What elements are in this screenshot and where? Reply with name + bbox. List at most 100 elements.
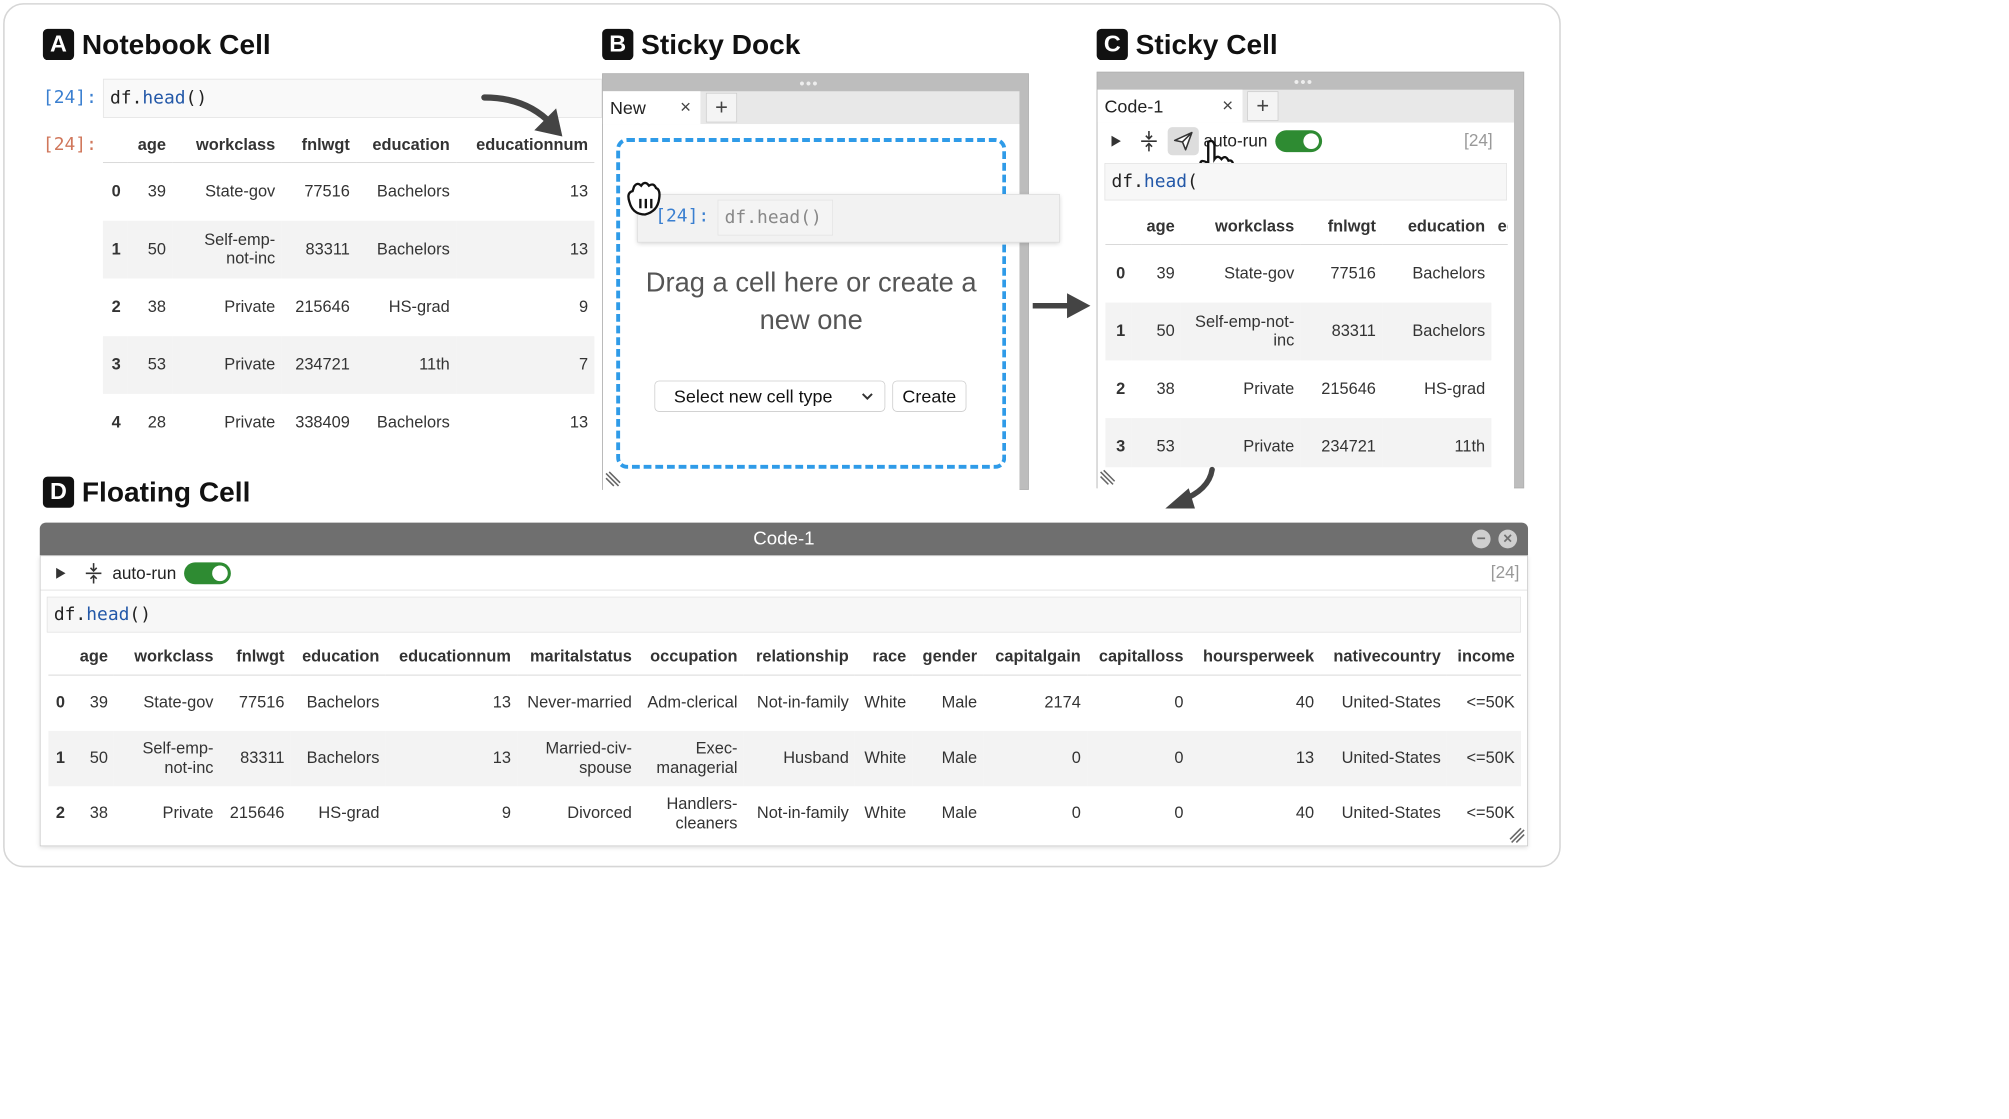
column-header: capitalloss bbox=[1087, 638, 1190, 676]
ghost-prompt: [24]: bbox=[655, 205, 710, 227]
table-cell: 83311 bbox=[281, 220, 357, 279]
sticky-drag-grip-icon[interactable]: ••• bbox=[1294, 74, 1314, 90]
drop-hint-line-1: Drag a cell here or create a bbox=[645, 267, 977, 298]
dock-drag-grip-icon[interactable]: ••• bbox=[799, 75, 819, 92]
arrow-notebook-to-dock bbox=[481, 94, 563, 137]
table-cell: 53 bbox=[1131, 418, 1182, 468]
split-cell-icon[interactable] bbox=[1140, 129, 1159, 152]
column-header: educationnum bbox=[456, 127, 595, 164]
floating-title-bar[interactable]: Code-1 − × bbox=[39, 522, 1529, 556]
floating-code-input[interactable]: df.head() bbox=[46, 596, 1521, 633]
table-cell: United-States bbox=[1341, 693, 1441, 712]
table-cell: Private bbox=[172, 336, 282, 394]
run-triangle-icon[interactable] bbox=[53, 566, 69, 582]
table-cell: Male bbox=[941, 804, 978, 823]
sticky-tab-close-icon[interactable]: × bbox=[1222, 95, 1234, 117]
dock-add-tab-plus-icon[interactable]: + bbox=[705, 92, 738, 123]
table-cell: <=50K bbox=[1466, 804, 1515, 823]
table-cell: 215646 bbox=[295, 297, 350, 316]
column-header: workclass bbox=[1181, 209, 1301, 245]
table-cell: 13 bbox=[456, 220, 595, 279]
table-cell: 53 bbox=[126, 336, 173, 394]
table-cell: White bbox=[864, 804, 907, 823]
column-header: nativecountry bbox=[1320, 638, 1448, 676]
table-cell: Not-in-family bbox=[756, 804, 849, 823]
floating-resize-grip-icon[interactable] bbox=[1509, 827, 1526, 844]
table-cell: 215646 bbox=[1321, 379, 1376, 398]
section-b-heading: Sticky Dock bbox=[641, 28, 801, 61]
create-cell-button[interactable]: Create bbox=[892, 380, 967, 412]
floating-execution-counter: [24] bbox=[1490, 562, 1520, 582]
table-cell: 77516 bbox=[1330, 264, 1376, 283]
column-header: education bbox=[290, 638, 386, 676]
drop-zone-hint: Drag a cell here or create a new one bbox=[616, 264, 1006, 339]
dock-drop-zone[interactable] bbox=[616, 138, 1007, 469]
table-cell: Self-emp-not-inc bbox=[1181, 302, 1301, 361]
sticky-code-input[interactable]: df.head( bbox=[1104, 163, 1507, 201]
sticky-add-tab-plus-icon[interactable]: + bbox=[1247, 91, 1279, 121]
code-args: () bbox=[129, 604, 152, 625]
dragged-cell-ghost: [24]: df.head() bbox=[637, 194, 1061, 243]
column-header: age bbox=[126, 127, 173, 164]
notebook-input-prompt: [24]: bbox=[42, 87, 97, 108]
sticky-tab-label: Code-1 bbox=[1104, 95, 1164, 116]
column-header: fnlwgt bbox=[219, 638, 291, 676]
column-header: educationnum bbox=[385, 638, 518, 676]
sticky-toolbar: auto-run bbox=[1108, 126, 1502, 157]
column-header: edu bbox=[1491, 209, 1508, 245]
section-a-title: A Notebook Cell bbox=[42, 28, 271, 61]
arrow-dock-to-sticky bbox=[1032, 293, 1091, 319]
send-button[interactable] bbox=[1167, 127, 1199, 156]
table-cell: Self-emp-not-inc bbox=[172, 220, 282, 279]
table-cell: 11th bbox=[1382, 418, 1492, 468]
arrow-sticky-to-floating bbox=[1165, 466, 1215, 509]
table-cell: Private bbox=[1243, 379, 1295, 398]
table-cell: 13 bbox=[385, 730, 518, 787]
table-cell: Handlers-cleaners bbox=[666, 795, 738, 832]
section-d-heading: Floating Cell bbox=[81, 475, 251, 508]
table-cell: Bachelors bbox=[290, 730, 386, 787]
dock-tab-new[interactable]: New × bbox=[602, 91, 701, 125]
table-cell: 13 bbox=[569, 413, 589, 432]
table-cell: Bachelors bbox=[376, 413, 450, 432]
code-function: head bbox=[142, 88, 186, 109]
floating-divider bbox=[40, 589, 1528, 591]
sticky-tab-code-1[interactable]: Code-1 × bbox=[1097, 89, 1243, 123]
floating-autorun-label: auto-run bbox=[112, 563, 177, 583]
table-cell: Not-in-family bbox=[756, 693, 849, 712]
table-cell: 83311 bbox=[1300, 302, 1383, 361]
table-cell: HS-grad bbox=[388, 297, 450, 316]
sticky-resize-grip-icon[interactable] bbox=[1099, 469, 1116, 486]
floating-autorun-toggle[interactable] bbox=[184, 562, 231, 585]
split-cell-icon[interactable] bbox=[84, 562, 103, 585]
table-cell: Bachelors bbox=[1382, 302, 1492, 361]
row-index: 2 bbox=[1116, 379, 1126, 398]
table-cell: Bachelors bbox=[356, 220, 457, 279]
table-cell: 234721 bbox=[1300, 418, 1383, 468]
notebook-code-input[interactable]: df.head() bbox=[102, 78, 603, 118]
sticky-autorun-toggle[interactable] bbox=[1275, 130, 1323, 153]
dock-resize-grip-icon[interactable] bbox=[605, 470, 622, 487]
code-args: ( bbox=[1187, 171, 1198, 192]
column-header: race bbox=[855, 638, 913, 676]
row-index: 0 bbox=[111, 182, 121, 201]
dock-panel bbox=[602, 124, 1020, 491]
minimize-icon[interactable]: − bbox=[1471, 529, 1491, 549]
sticky-output-clip: ageworkclassfnlwgteducationedu039State-g… bbox=[1105, 209, 1508, 468]
run-triangle-icon[interactable] bbox=[1108, 133, 1124, 149]
column-header: hoursperweek bbox=[1189, 638, 1321, 676]
cell-type-select[interactable]: Select new cell type bbox=[654, 380, 886, 412]
dock-tab-close-icon[interactable]: × bbox=[680, 96, 692, 118]
table-cell: 338409 bbox=[295, 413, 350, 432]
close-icon[interactable]: × bbox=[1498, 529, 1518, 549]
table-cell: Male bbox=[941, 693, 978, 712]
table-cell: White bbox=[864, 693, 907, 712]
column-header: education bbox=[356, 127, 457, 164]
